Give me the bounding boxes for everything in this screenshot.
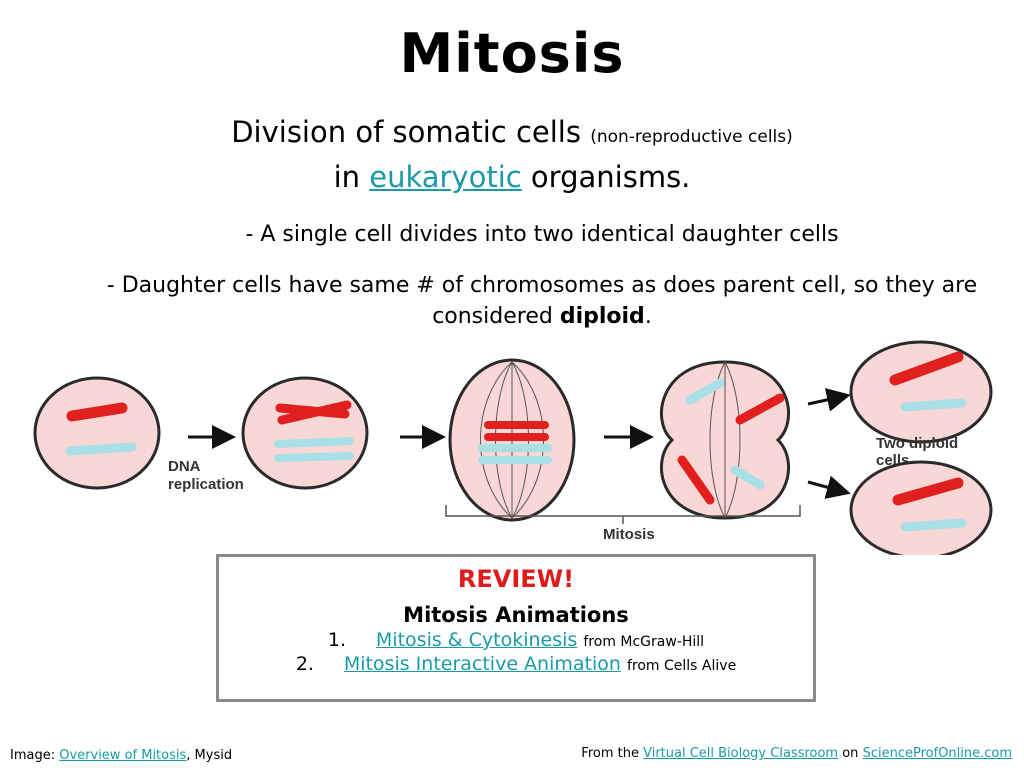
diploid-term: diploid <box>559 304 645 329</box>
scienceprofonline-link[interactable]: ScienceProfOnline.com <box>862 746 1012 761</box>
subtitle-suffix: organisms. <box>521 160 691 194</box>
replication-label: replication <box>168 476 244 493</box>
overview-of-mitosis-link[interactable]: Overview of Mitosis <box>59 748 187 763</box>
source-prefix: From the <box>581 746 644 761</box>
metaphase-cell <box>448 358 576 522</box>
review-item-number: 2. <box>295 653 314 675</box>
mitosis-label: Mitosis <box>603 526 655 543</box>
mitosis-cytokinesis-link[interactable]: Mitosis & Cytokinesis <box>375 629 578 651</box>
review-item-2: 2. Mitosis Interactive Animation from Cel… <box>219 653 813 675</box>
mitosis-diagram: DNA replication Two diploid cells <box>33 340 993 555</box>
subtitle-text: Division of somatic cells <box>231 115 591 149</box>
credit-suffix: , Mysid <box>186 748 233 763</box>
bullet-single-cell: - A single cell divides into two identic… <box>245 222 839 247</box>
review-item-number: 1. <box>327 629 347 651</box>
review-title: REVIEW! <box>457 565 575 593</box>
image-credit: Image: Overview of Mitosis, Mysid <box>10 748 232 763</box>
eukaryotic-link[interactable]: eukaryotic <box>369 160 522 194</box>
parent-cell <box>33 376 161 490</box>
source-credit: From the Virtual Cell Biology Classroom … <box>581 746 1012 761</box>
review-box: REVIEW! Mitosis Animations 1. Mitosis & C… <box>216 554 816 702</box>
review-item-1: 1. Mitosis & Cytokinesis from McGraw-Hill <box>219 629 813 651</box>
subtitle-note: (non-reproductive cells) <box>590 127 793 147</box>
subtitle: Division of somatic cells (non-reproduct… <box>0 112 1024 197</box>
credit-prefix: Image: <box>10 748 60 763</box>
virtual-classroom-link[interactable]: Virtual Cell Biology Classroom <box>643 746 839 761</box>
anaphase-cell <box>659 360 791 520</box>
replicated-cell <box>241 376 369 490</box>
dna-label: DNA <box>168 458 201 475</box>
review-item-source: from McGraw-Hill <box>583 634 705 650</box>
review-subtitle: Mitosis Animations <box>403 603 629 627</box>
page-title: Mitosis <box>399 22 625 85</box>
review-item-source: from Cells Alive <box>626 658 737 674</box>
bullet-daughter-text: - Daughter cells have same # of chromoso… <box>106 273 978 329</box>
bullet-daughter-cells: - Daughter cells have same # of chromoso… <box>60 270 1024 332</box>
bullet-end: . <box>644 304 652 329</box>
source-mid: on <box>838 746 863 761</box>
mitosis-bracket <box>445 505 801 524</box>
two-diploid-label: Two diploid <box>876 435 958 452</box>
mitosis-interactive-link[interactable]: Mitosis Interactive Animation <box>343 653 621 675</box>
daughter-cell-bottom <box>849 460 993 555</box>
subtitle-prefix: in <box>333 160 370 194</box>
daughter-cell-top <box>849 340 993 444</box>
